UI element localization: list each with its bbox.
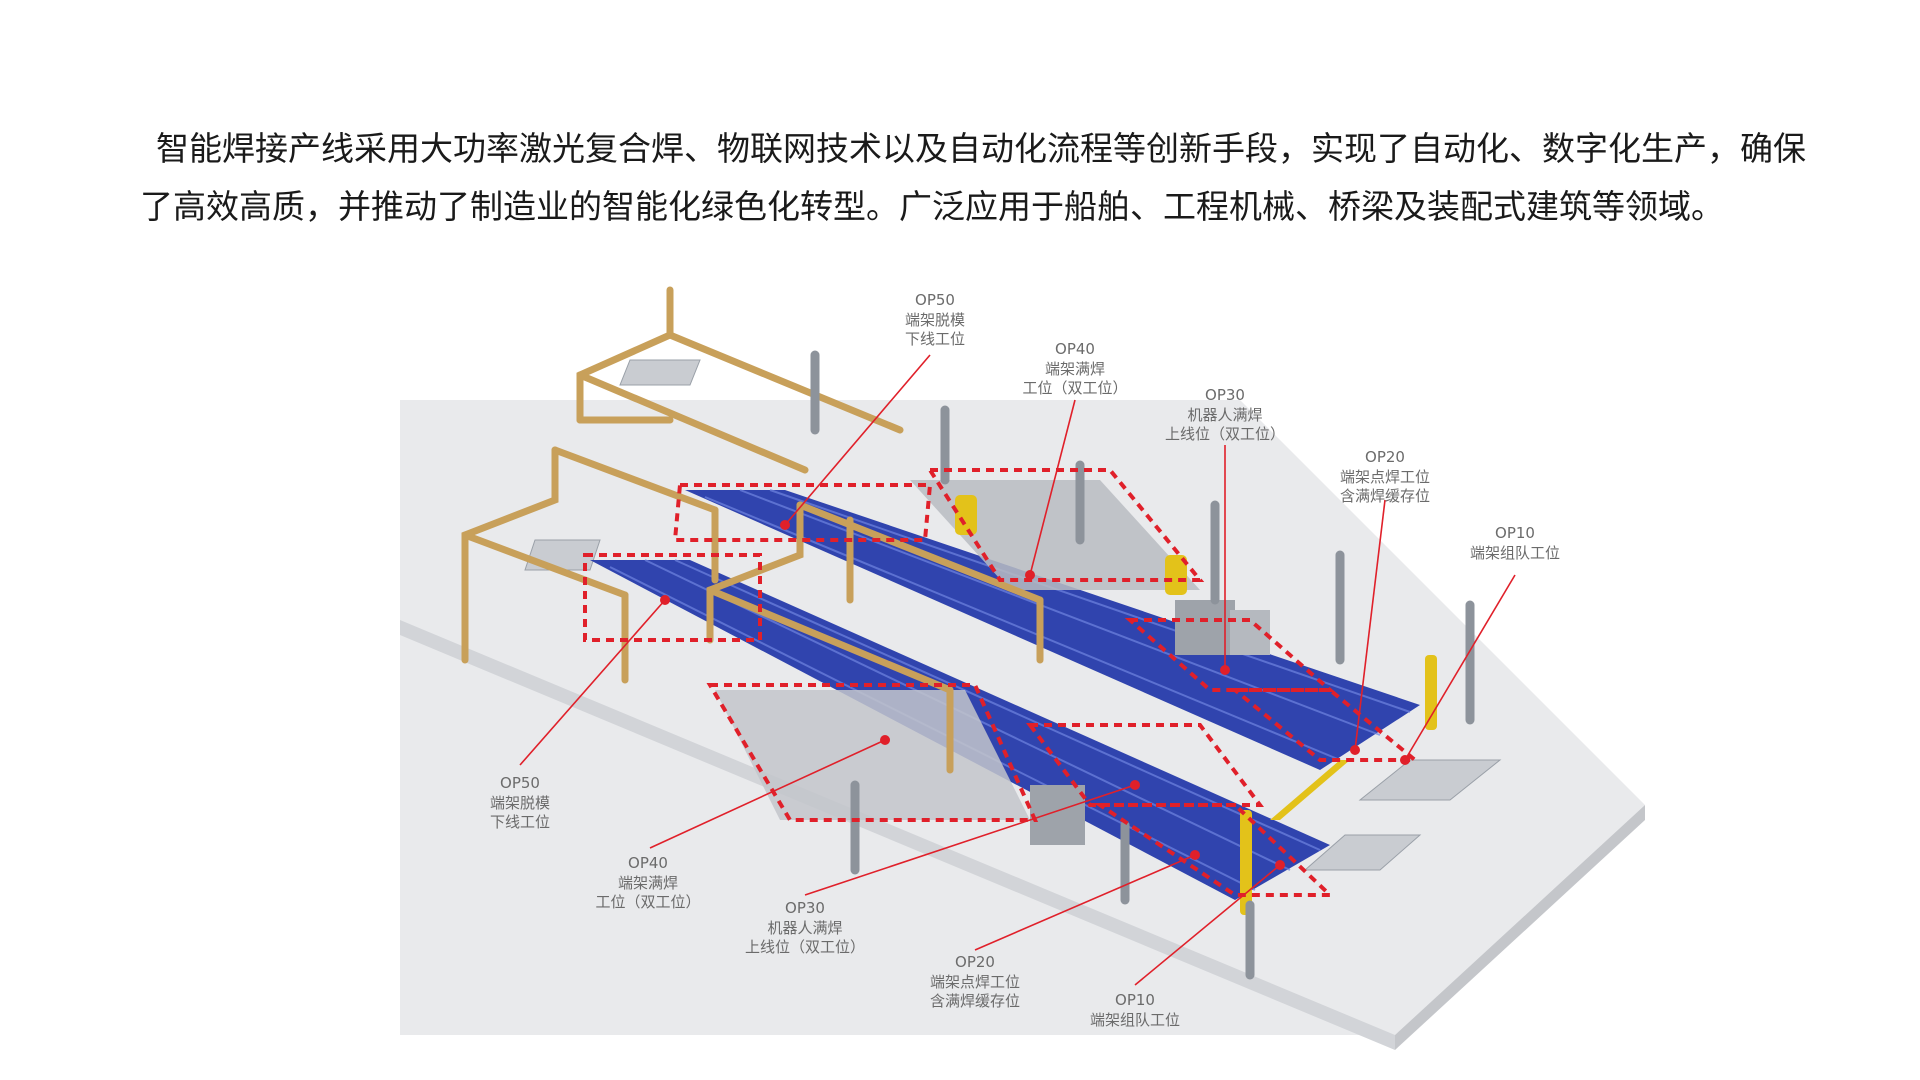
top-label-op50: OP50 端架脱模 下线工位 [905,291,965,348]
top-leader-lines [784,354,1516,761]
label-line2: 工位（双工位） [1022,379,1127,397]
bottom-label-op20: OP20 端架点焊工位 含满焊缓存位 [930,953,1020,1010]
label-code: OP30 [1205,386,1245,404]
bottom-label-op40: OP40 端架满焊 工位（双工位） [595,854,700,911]
label-line1: 机器人满焊 [767,919,842,937]
top-label-op10: OP10 端架组队工位 [1470,524,1560,562]
label-line2: 工位（双工位） [595,893,700,911]
bottom-label-op30: OP30 机器人满焊 上线位（双工位） [745,899,865,956]
top-label-op40: OP40 端架满焊 工位（双工位） [1022,340,1127,397]
label-line2: 下线工位 [905,330,965,348]
gantry-frames [461,286,1044,774]
label-line2: 上线位（双工位） [745,938,865,956]
label-code: OP10 [1115,991,1155,1009]
label-code: OP40 [628,854,668,872]
bottom-leader-lines [519,599,1281,986]
label-code: OP20 [1365,448,1405,466]
label-line1: 端架满焊 [1045,360,1105,378]
label-code: OP30 [785,899,825,917]
label-line2: 上线位（双工位） [1165,425,1285,443]
label-line1: 端架组队工位 [1090,1011,1180,1029]
top-label-op30: OP30 机器人满焊 上线位（双工位） [1165,386,1285,443]
label-code: OP50 [915,291,955,309]
label-line1: 端架满焊 [618,874,678,892]
label-code: OP50 [500,774,540,792]
label-code: OP40 [1055,340,1095,358]
label-line2: 含满焊缓存位 [930,992,1020,1010]
lower-station-boxes [583,553,1336,897]
label-line1: 端架脱模 [490,794,550,812]
label-line2: 下线工位 [490,813,550,831]
bottom-label-op50: OP50 端架脱模 下线工位 [490,774,550,831]
bottom-label-op10: OP10 端架组队工位 [1090,991,1180,1029]
welding-robots [955,495,1437,915]
label-line1: 端架脱模 [905,311,965,329]
label-line2: 含满焊缓存位 [1340,487,1430,505]
top-label-op20: OP20 端架点焊工位 含满焊缓存位 [1340,448,1430,505]
intro-paragraph: 智能焊接产线采用大功率激光复合焊、物联网技术以及自动化流程等创新手段，实现了自动… [140,129,1806,226]
label-line1: 端架点焊工位 [930,973,1020,991]
label-line1: 端架点焊工位 [1340,468,1430,486]
label-code: OP20 [955,953,995,971]
label-line1: 机器人满焊 [1187,406,1262,424]
upper-station-boxes [672,468,1421,762]
label-code: OP10 [1495,524,1535,542]
label-line1: 端架组队工位 [1470,544,1560,562]
